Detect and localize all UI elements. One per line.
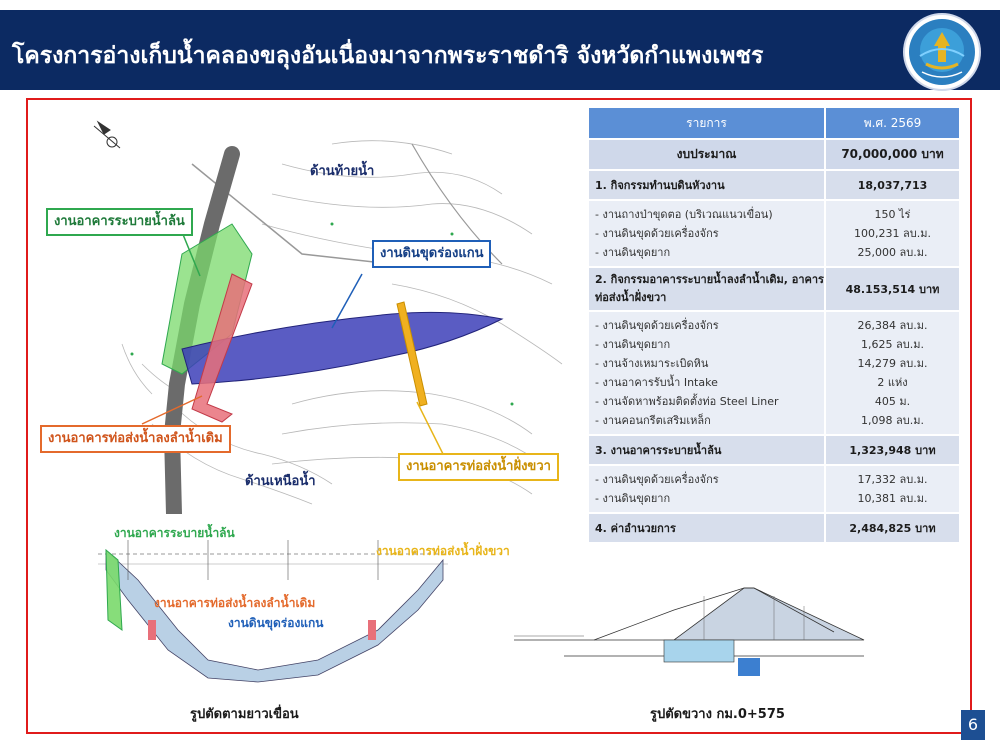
royal-irrigation-logo	[903, 13, 981, 91]
detail-value: 2 แห่ง	[877, 376, 908, 389]
profile-left-outlet-label: งานอาคารท่อส่งน้ำลงลำน้ำเดิม	[154, 596, 316, 610]
detail-value: 100,231 ลบ.ม.	[854, 227, 931, 240]
detail-value: 1,625 ลบ.ม.	[861, 338, 924, 351]
detail-label: - งานดินขุดยาก	[595, 338, 671, 351]
table-row: 3. งานอาคารระบายน้ำล้น 1,323,948 บาท	[589, 435, 961, 466]
core-trench-callout: งานดินขุดร่องแกน	[372, 240, 492, 269]
detail-label: - งานดินขุดยาก	[595, 246, 671, 259]
detail-value: 14,279 ลบ.ม.	[857, 357, 928, 370]
budget-value: 70,000,000 บาท	[825, 139, 961, 171]
table-row: 1. กิจกรรมทำนบดินหัวงาน 18,037,713	[589, 170, 961, 201]
section-title: 4. ค่าอำนวยการ	[589, 513, 826, 544]
budget-label: งบประมาณ	[589, 139, 826, 171]
profile-caption: รูปตัดตามยาวเขื่อน	[190, 707, 299, 722]
upstream-label: ด้านเหนือน้ำ	[245, 474, 316, 489]
table-row: งบประมาณ 70,000,000 บาท	[589, 139, 961, 171]
profile-core-label: งานดินขุดร่องแกน	[228, 616, 324, 630]
section-title: 1. กิจกรรมทำนบดินหัวงาน	[589, 170, 826, 201]
table-row: - งานดินขุดด้วยเครื่องจักร - งานดินขุดยา…	[589, 465, 961, 514]
profile-right-outlet-label: งานอาคารท่อส่งน้ำฝั่งขวา	[376, 544, 510, 558]
table-row: - งานดินขุดด้วยเครื่องจักร - งานดินขุดยา…	[589, 311, 961, 436]
section-title: 2. กิจกรรมอาคารระบายน้ำลงลำน้ำเดิม, อาคา…	[589, 267, 826, 312]
table-row: 2. กิจกรรมอาคารระบายน้ำลงลำน้ำเดิม, อาคา…	[589, 267, 961, 312]
content-frame	[26, 98, 972, 734]
downstream-label: ด้านท้ายน้ำ	[310, 164, 375, 179]
detail-value: 405 ม.	[874, 395, 911, 408]
budget-table: รายการ พ.ศ. 2569 งบประมาณ 70,000,000 บาท…	[589, 108, 961, 544]
detail-label: - งานดินขุดด้วยเครื่องจักร	[595, 319, 719, 332]
table-row: - งานถางป่าขุดตอ (บริเวณแนวเขื่อน) - งาน…	[589, 200, 961, 268]
cross-section-caption: รูปตัดขวาง กม.0+575	[650, 707, 785, 722]
detail-label: - งานคอนกรีตเสริมเหล็ก	[595, 414, 711, 427]
section-value: 2,484,825 บาท	[825, 513, 961, 544]
table-header-item: รายการ	[589, 108, 826, 140]
profile-spillway-label: งานอาคารระบายน้ำล้น	[114, 526, 235, 540]
cross-section-drawing	[514, 587, 865, 676]
longitudinal-profile-drawing	[98, 540, 448, 683]
table-row: 4. ค่าอำนวยการ 2,484,825 บาท	[589, 513, 961, 544]
detail-value: 26,384 ลบ.ม.	[857, 319, 928, 332]
section-value: 48.153,514 บาท	[825, 267, 961, 312]
detail-label: - งานถางป่าขุดตอ (บริเวณแนวเขื่อน)	[595, 208, 773, 221]
left-outlet-callout: งานอาคารท่อส่งน้ำลงลำน้ำเดิม	[40, 425, 231, 454]
page-number: 6	[961, 710, 985, 740]
page-title: โครงการอ่างเก็บน้ำคลองขลุงอันเนื่องมาจาก…	[12, 43, 764, 69]
detail-label: - งานจ้างเหมาระเบิดหิน	[595, 357, 709, 370]
spillway-callout: งานอาคารระบายน้ำล้น	[46, 208, 193, 237]
detail-value: 150 ไร่	[874, 208, 911, 221]
header-bar: โครงการอ่างเก็บน้ำคลองขลุงอันเนื่องมาจาก…	[0, 10, 1000, 91]
section-title: 3. งานอาคารระบายน้ำล้น	[589, 435, 826, 466]
detail-value: 10,381 ลบ.ม.	[857, 492, 928, 505]
right-outlet-callout: งานอาคารท่อส่งน้ำฝั่งขวา	[398, 453, 559, 482]
detail-label: - งานจัดหาพร้อมติดตั้งท่อ Steel Liner	[595, 395, 779, 408]
section-value: 18,037,713	[825, 170, 961, 201]
detail-value: 1,098 ลบ.ม.	[861, 414, 924, 427]
detail-label: - งานดินขุดด้วยเครื่องจักร	[595, 473, 719, 486]
detail-value: 17,332 ลบ.ม.	[857, 473, 928, 486]
detail-label: - งานอาคารรับน้ำ Intake	[595, 376, 718, 389]
detail-label: - งานดินขุดด้วยเครื่องจักร	[595, 227, 719, 240]
section-value: 1,323,948 บาท	[825, 435, 961, 466]
table-header-year: พ.ศ. 2569	[825, 108, 961, 140]
detail-label: - งานดินขุดยาก	[595, 492, 671, 505]
detail-value: 25,000 ลบ.ม.	[857, 246, 928, 259]
